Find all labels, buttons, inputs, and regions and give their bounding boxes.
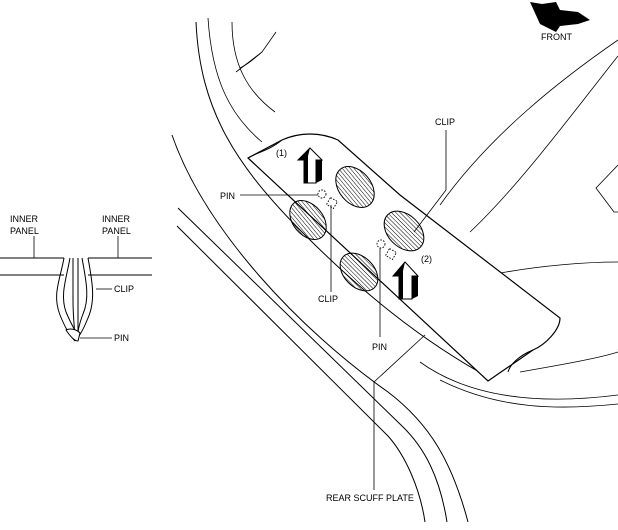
clip-cross-section-detail <box>0 236 152 342</box>
label-rear-scuff-plate: REAR SCUFF PLATE <box>326 493 414 503</box>
rear-scuff-plate <box>246 133 561 382</box>
clip-hole <box>289 200 327 240</box>
pin-dot <box>376 239 386 249</box>
clip-dot <box>384 247 398 261</box>
clip-hole <box>339 252 379 292</box>
label-pin-bottom: PIN <box>372 342 387 352</box>
label-inner-panel-left-2: PANEL <box>10 226 39 236</box>
pin-locations <box>317 189 398 261</box>
label-clip-top: CLIP <box>435 117 455 127</box>
body-outline <box>171 17 618 523</box>
label-detail-pin: PIN <box>114 333 129 343</box>
clip-hole <box>335 166 375 208</box>
clip-hole <box>383 210 425 252</box>
label-step-1: (1) <box>276 148 287 158</box>
label-step-2: (2) <box>421 254 432 264</box>
label-front: FRONT <box>541 32 572 42</box>
clip-holes <box>289 166 425 292</box>
labels: FRONT INNER PANEL INNER PANEL CLIP PIN C… <box>10 32 572 503</box>
pin-dot <box>317 189 327 199</box>
arrow-step-2 <box>391 261 420 300</box>
label-inner-panel-left-1: INNER <box>10 214 39 224</box>
leader-lines <box>240 130 447 490</box>
arrow-step-1 <box>296 147 324 184</box>
clip-dot <box>325 196 339 210</box>
label-clip-bottom: CLIP <box>318 294 338 304</box>
label-pin-left: PIN <box>220 191 235 201</box>
front-arrow-icon <box>530 2 590 32</box>
label-inner-panel-right-1: INNER <box>102 214 131 224</box>
label-detail-clip: CLIP <box>114 284 134 294</box>
label-inner-panel-right-2: PANEL <box>102 226 131 236</box>
